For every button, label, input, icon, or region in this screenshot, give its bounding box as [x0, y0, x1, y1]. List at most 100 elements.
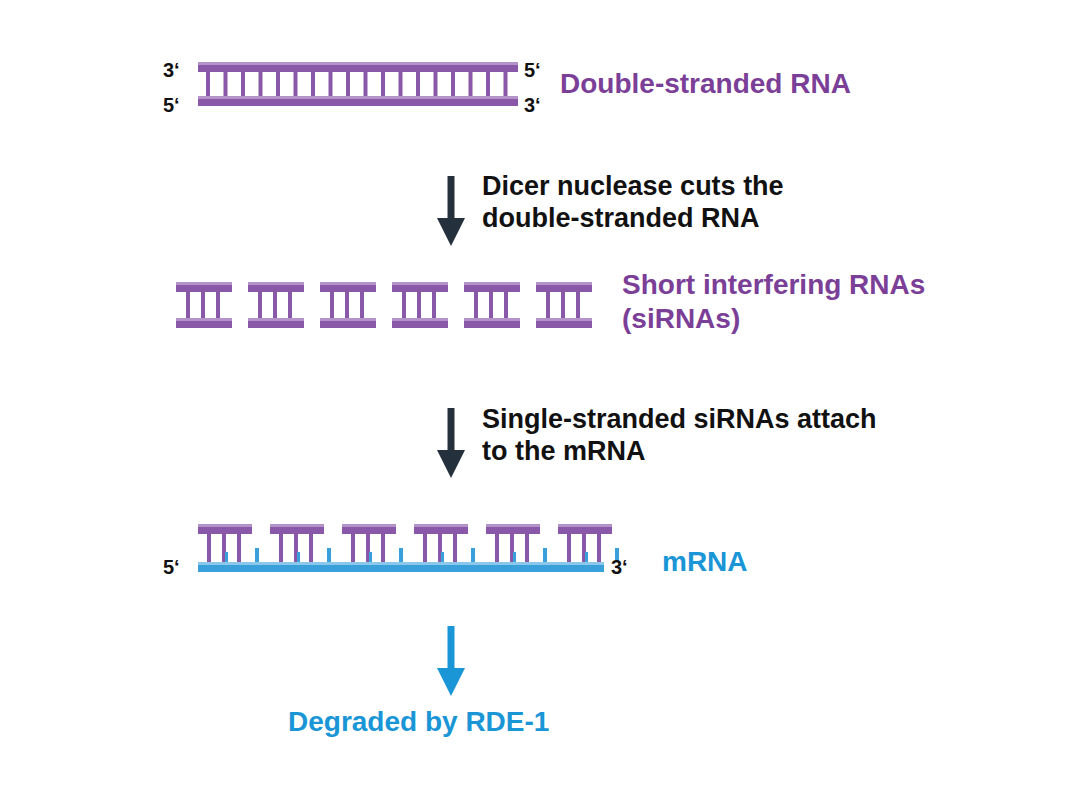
base-pair [216, 292, 220, 318]
mrna-base [369, 552, 372, 562]
base-pair [402, 292, 406, 318]
sirna-strand [198, 524, 252, 534]
sirna-strand [558, 524, 612, 534]
prime-label: 5‘ [163, 93, 180, 117]
bound-sirnas [198, 524, 619, 562]
step-label: Single-stranded siRNAs attach to the mRN… [482, 403, 882, 468]
sirna-strand [320, 282, 376, 292]
sirna-highlight [248, 318, 304, 321]
base-pair [259, 72, 263, 96]
base-pair [546, 292, 550, 318]
base-pair [186, 292, 190, 318]
mrna-base [441, 552, 444, 562]
base-pair [561, 292, 565, 318]
sirna-highlight [558, 524, 612, 527]
base-pair [329, 72, 333, 96]
base-pair [423, 534, 427, 562]
base-pair [474, 292, 478, 318]
double-stranded-rna [198, 62, 518, 106]
sirna-highlight [486, 524, 540, 527]
base-pair [399, 72, 403, 96]
sirna-highlight [198, 524, 252, 527]
base-pair [416, 72, 420, 96]
mrna-base [255, 548, 259, 562]
base-pair [258, 292, 262, 318]
step-arrow [448, 408, 455, 464]
mrna-base [585, 552, 588, 562]
sirna-strand [248, 282, 304, 292]
sirna-highlight [464, 318, 520, 321]
sirna-highlight [464, 282, 520, 285]
base-pair [206, 72, 210, 96]
molecule-label: mRNA [662, 545, 748, 579]
base-pair [381, 534, 385, 562]
base-pair [346, 72, 350, 96]
base-pair [276, 72, 280, 96]
sirna-highlight [536, 318, 592, 321]
base-pair [345, 292, 349, 318]
step-arrow [448, 176, 455, 232]
mrna-base [225, 552, 228, 562]
sirna-strand [464, 282, 520, 292]
sirna-highlight [342, 524, 396, 527]
base-pair [237, 534, 241, 562]
base-pair [364, 72, 368, 96]
base-pair [495, 534, 499, 562]
base-pair [451, 72, 455, 96]
mrna-base [297, 552, 300, 562]
base-pair [330, 292, 334, 318]
sirna-strand [486, 524, 540, 534]
base-pair [381, 72, 385, 96]
mrna-base [399, 548, 403, 562]
base-pair [201, 292, 205, 318]
base-pair [567, 534, 571, 562]
sirna-highlight [270, 524, 324, 527]
base-pair [351, 534, 355, 562]
base-pair [525, 534, 529, 562]
base-pair [453, 534, 457, 562]
sirna-highlight [176, 282, 232, 285]
sirna-strand [270, 524, 324, 534]
mrna-base [471, 548, 475, 562]
base-pair [279, 534, 283, 562]
prime-label: 3‘ [611, 555, 628, 579]
base-pair [469, 72, 473, 96]
sirna-strand [320, 318, 376, 328]
base-pair [294, 72, 298, 96]
molecule-label: Short interfering RNAs (siRNAs) [622, 268, 932, 335]
mrna-base [327, 548, 331, 562]
base-pair [224, 72, 228, 96]
sirna-strand [392, 282, 448, 292]
sirna-highlight [248, 282, 304, 285]
base-pair [576, 292, 580, 318]
sirna-duplexes [176, 282, 592, 328]
base-pair [360, 292, 364, 318]
prime-label: 3‘ [163, 58, 180, 82]
step-label: Dicer nuclease cuts the double-stranded … [482, 170, 882, 235]
base-pair [417, 292, 421, 318]
base-pair [432, 292, 436, 318]
sirna-strand [414, 524, 468, 534]
sirna-strand [176, 318, 232, 328]
base-pair [504, 292, 508, 318]
sirna-highlight [414, 524, 468, 527]
sirna-highlight [320, 318, 376, 321]
base-pair [207, 534, 211, 562]
base-pair [486, 72, 490, 96]
base-pair [504, 72, 508, 96]
mrna-base [543, 548, 547, 562]
base-pair [273, 292, 277, 318]
mrna-strand [198, 562, 604, 572]
prime-label: 3‘ [524, 93, 541, 117]
base-pair [241, 72, 245, 96]
result-label: Degraded by RDE-1 [288, 705, 549, 739]
sirna-highlight [176, 318, 232, 321]
mrna-base [513, 552, 516, 562]
base-pair [311, 72, 315, 96]
sirna-highlight [392, 282, 448, 285]
sirna-highlight [392, 318, 448, 321]
prime-label: 5‘ [163, 555, 180, 579]
base-pair [309, 534, 313, 562]
base-pair [434, 72, 438, 96]
